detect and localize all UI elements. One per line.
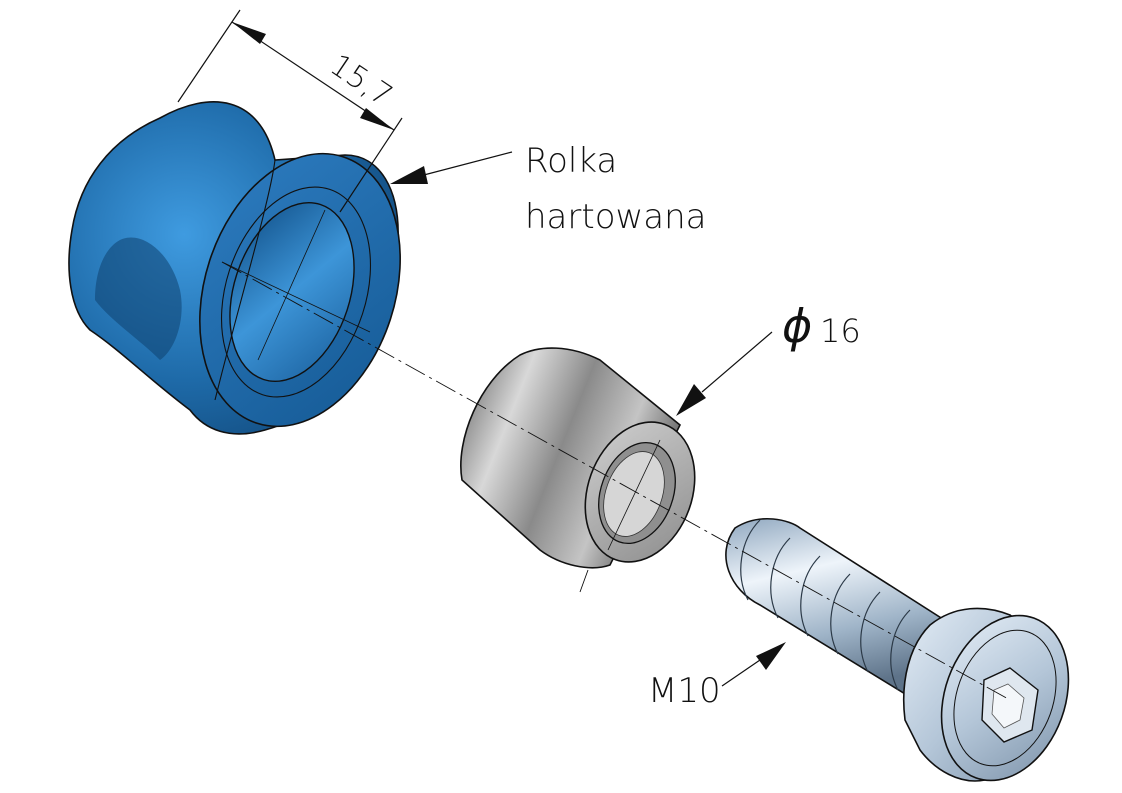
sleeve-leader-arrow bbox=[676, 384, 706, 416]
socket-head-bolt bbox=[725, 517, 1070, 782]
sleeve-bore-inner bbox=[603, 451, 665, 537]
sleeve-axis-tail bbox=[579, 569, 589, 593]
roller-leader-line bbox=[419, 151, 513, 177]
dimension-extension-right bbox=[339, 117, 403, 213]
roller-bore-centerline-h bbox=[221, 261, 371, 333]
sleeve-centerline-v bbox=[607, 439, 661, 551]
roller-leader bbox=[390, 151, 513, 184]
hardened-roller bbox=[68, 101, 401, 435]
bolt-threads bbox=[740, 519, 911, 691]
roller-bore bbox=[229, 201, 355, 383]
bolt-hex-socket-bottom bbox=[991, 683, 1025, 729]
roller-rim-edge bbox=[214, 159, 276, 401]
thread-label: M10 bbox=[648, 671, 721, 711]
dimension-arrow-right bbox=[360, 108, 394, 130]
diameter-symbol: ϕ bbox=[782, 299, 812, 353]
roller-groove-shade bbox=[95, 237, 182, 360]
dimension-extension-left bbox=[177, 9, 241, 103]
sleeve-leader bbox=[676, 331, 773, 416]
bolt-leader bbox=[721, 642, 786, 687]
sleeve-leader-line bbox=[701, 331, 773, 393]
dimension-value: 15,7 bbox=[324, 48, 399, 114]
assembly-axis-centerline bbox=[221, 261, 1011, 701]
diameter-value: 16 bbox=[820, 312, 861, 350]
bushing-sleeve bbox=[460, 347, 696, 569]
bolt-leader-line bbox=[721, 659, 761, 687]
dimension-arrow-left bbox=[232, 22, 266, 44]
bolt-head-chamfer bbox=[953, 629, 1057, 767]
bolt-leader-arrow bbox=[756, 642, 786, 670]
width-dimension bbox=[177, 9, 403, 213]
roller-leader-arrow bbox=[390, 166, 428, 184]
roller-chamfer-ring bbox=[220, 186, 372, 398]
roller-label-line2: hartowana bbox=[525, 197, 707, 237]
roller-bore-centerline-v bbox=[257, 209, 326, 361]
roller-label-line1: Rolka bbox=[525, 141, 617, 181]
